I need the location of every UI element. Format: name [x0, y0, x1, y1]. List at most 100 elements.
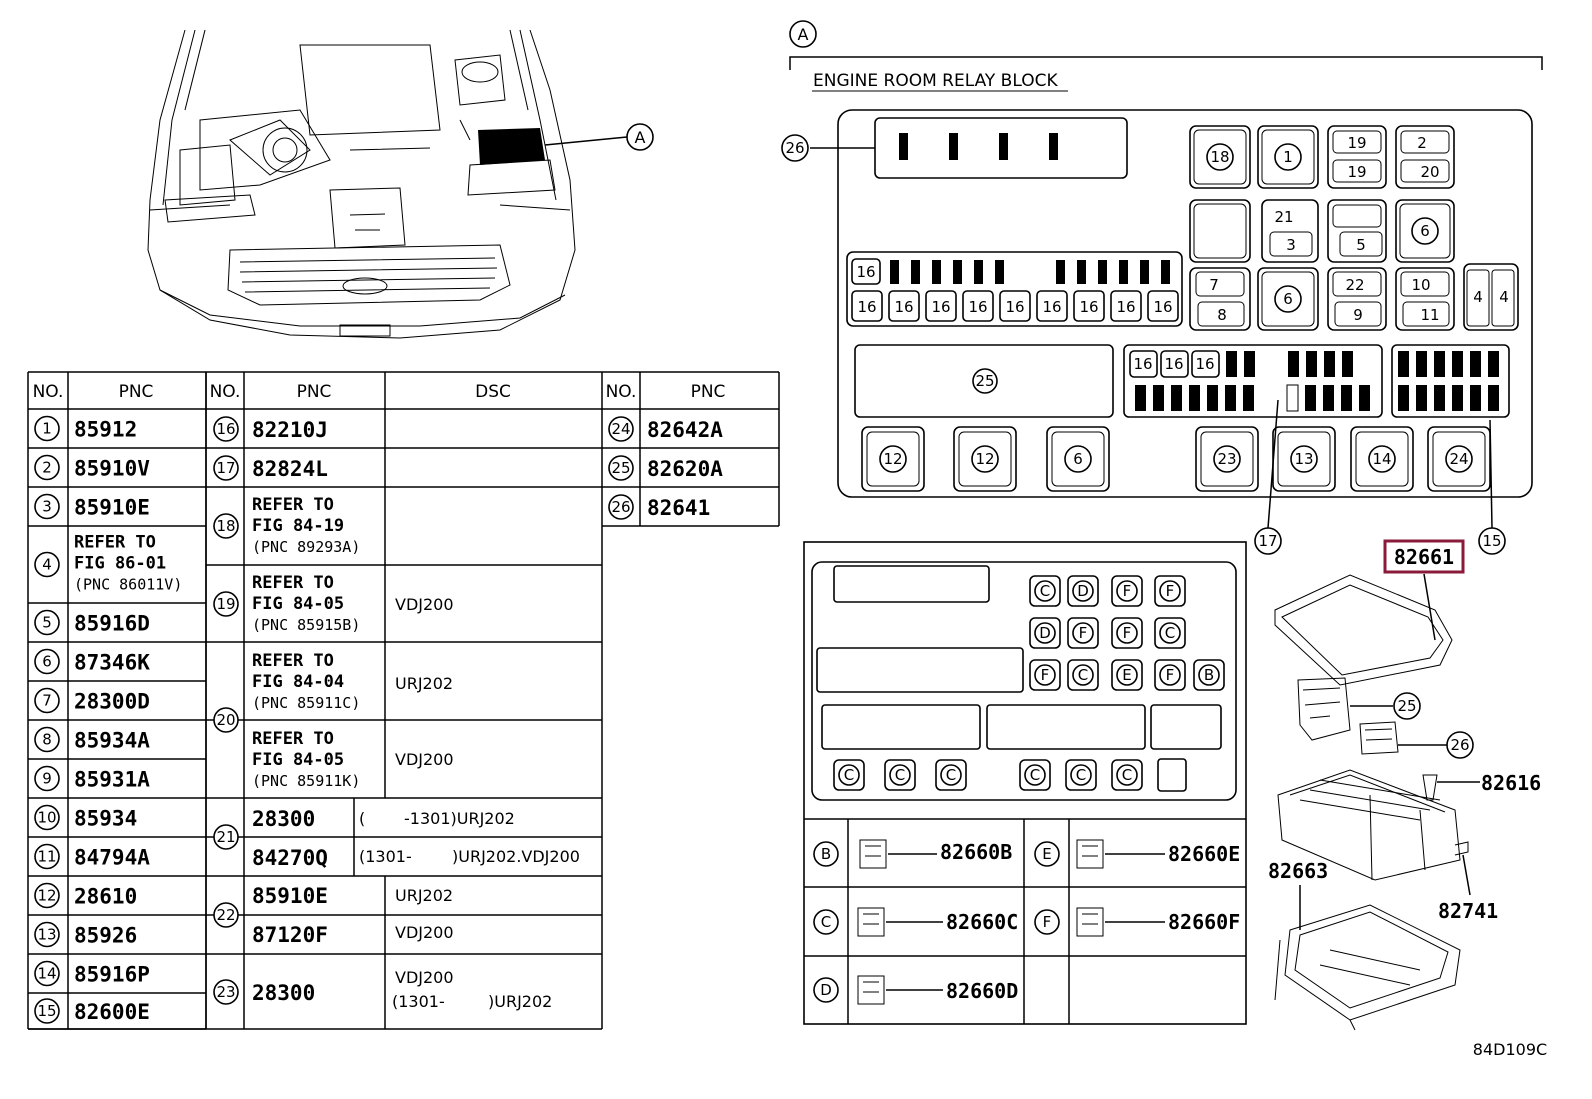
fuse-5: 5 [1356, 236, 1366, 254]
t1-no-3-circle [34, 493, 60, 520]
fuse-16-mid: 16 [1133, 355, 1152, 373]
t3-no-25-circle [608, 455, 634, 481]
relay-18-label-circle [1206, 143, 1234, 171]
legend-C-circle [813, 909, 839, 935]
exploded-callout-25: 25 [1397, 697, 1416, 715]
t1-ref2-4: FIG 86-01 [74, 554, 166, 574]
mini-fuse [890, 260, 899, 284]
t1-no-4: 4 [42, 556, 52, 574]
legend-pnc-D: 82660D [946, 979, 1018, 1003]
t2-header-pnc: PNC [297, 382, 332, 402]
t2-pnc-17: 82824L [252, 457, 328, 481]
t1-no-6-circle [34, 648, 60, 675]
relay-blank [1189, 199, 1251, 263]
bottom-relay-label: 6 [1073, 450, 1083, 468]
mini-fuse [1161, 260, 1170, 284]
t2-pnc-16: 82210J [252, 418, 328, 442]
t1-no-13: 13 [37, 926, 56, 944]
bottom-relay-label-circle [1290, 445, 1318, 473]
t3-pnc-26: 82641 [647, 496, 710, 520]
t2-ref-20a: REFER TO [252, 651, 334, 671]
mini-fuse [1140, 260, 1149, 284]
connector-slot-bottom-letter: C [1076, 766, 1086, 784]
t2-dsc-23a: VDJ200 [395, 968, 454, 987]
mini-fuse [1119, 260, 1128, 284]
bottom-relay-label: 13 [1294, 450, 1313, 468]
bottom-relay-label: 12 [883, 450, 902, 468]
t1-header-no: NO. [33, 382, 64, 402]
fuse-19b: 19 [1347, 163, 1366, 181]
t1-pnc-6: 87346K [74, 651, 150, 675]
t1-no-5-circle [34, 609, 60, 636]
fuse-22: 22 [1345, 276, 1364, 294]
t2-pnc-21b: 84270Q [252, 846, 328, 870]
t1-pnc-15: 82600E [74, 1000, 150, 1024]
t1-pnc-10: 85934 [74, 807, 137, 831]
t1-no-2: 2 [42, 459, 52, 477]
t2-dsc-20b: VDJ200 [395, 750, 454, 769]
bottom-relay-label: 24 [1449, 450, 1468, 468]
part-82663: 82663 [1268, 859, 1328, 883]
connector-slot-letter-circle [1116, 580, 1138, 602]
t1-no-1: 1 [42, 420, 52, 438]
fuse-3: 3 [1286, 236, 1296, 254]
t2-header-no: NO. [210, 382, 241, 402]
t1-pnc-12: 28610 [74, 885, 137, 909]
t2-ref2-20b: FIG 84-05 [252, 750, 344, 770]
relay-25: 25 [975, 372, 994, 390]
relay-6b-label: 6 [1283, 290, 1293, 308]
t1-ref-4: REFER TO [74, 533, 156, 553]
callout-17: 17 [1258, 532, 1277, 550]
t2-no-17: 17 [216, 459, 235, 477]
t1-no-8: 8 [42, 731, 52, 749]
t2-no-18-circle [213, 513, 239, 539]
t2-no-17-circle [213, 455, 239, 481]
callout-26: 26 [785, 139, 804, 157]
t2-no-20: 20 [216, 711, 235, 729]
fuse-16: 16 [968, 298, 987, 316]
t1-no-12-circle [34, 882, 60, 909]
t2-dsc-21a: -1301)URJ202 [404, 809, 515, 828]
connector-slot-bottom-letter-circle [1116, 764, 1138, 786]
legend-pnc-C: 82660C [946, 910, 1018, 934]
t2-no-21-circle [213, 824, 239, 850]
t2-no-19-circle [213, 591, 239, 617]
t3-header-pnc: PNC [691, 382, 726, 402]
bottom-relay-label-circle [971, 445, 999, 473]
connector-slot-bottom-letter-circle [940, 764, 962, 786]
connector-slot-letter-circle [1072, 664, 1094, 686]
fuse-16: 16 [894, 298, 913, 316]
fuse-9: 9 [1353, 306, 1363, 324]
t2-ref-18: REFER TO [252, 495, 334, 515]
t3-no-24-circle [608, 416, 634, 442]
t3-no-26: 26 [611, 498, 630, 516]
callout-a-engine-label: A [635, 128, 646, 147]
t1-pnc-11: 84794A [74, 846, 150, 870]
t1-no-9-circle [34, 765, 60, 792]
engine-bay-illustration: A [147, 29, 654, 339]
fuse-4a: 4 [1473, 288, 1483, 306]
t1-no-12: 12 [37, 887, 56, 905]
mini-fuse [911, 260, 920, 284]
connector-slot-letter: C [1040, 582, 1050, 600]
t2-no-16-circle [213, 416, 239, 442]
highlight-box-82661 [1383, 539, 1465, 574]
exploded-view: 82661 25 26 82616 82741 82663 [1268, 539, 1541, 1031]
t1-no-15: 15 [37, 1002, 56, 1020]
connector-slot-letter: F [1079, 624, 1088, 642]
legend-B: B [821, 845, 831, 863]
relay-6-label: 6 [1420, 222, 1430, 240]
t2-ref3-20a: (PNC 85911C) [252, 694, 360, 712]
t2-pnc-21a: 28300 [252, 807, 315, 831]
t1-no-11: 11 [37, 848, 56, 866]
t2-dsc-21a-open: ( [359, 809, 365, 828]
fuse-16: 16 [1005, 298, 1024, 316]
t3-no-25: 25 [611, 459, 630, 477]
exploded-callout-26: 26 [1450, 736, 1469, 754]
t2-no-22-circle [213, 902, 239, 928]
t1-no-2-circle [34, 454, 60, 481]
legend-pnc-F: 82660F [1168, 910, 1240, 934]
